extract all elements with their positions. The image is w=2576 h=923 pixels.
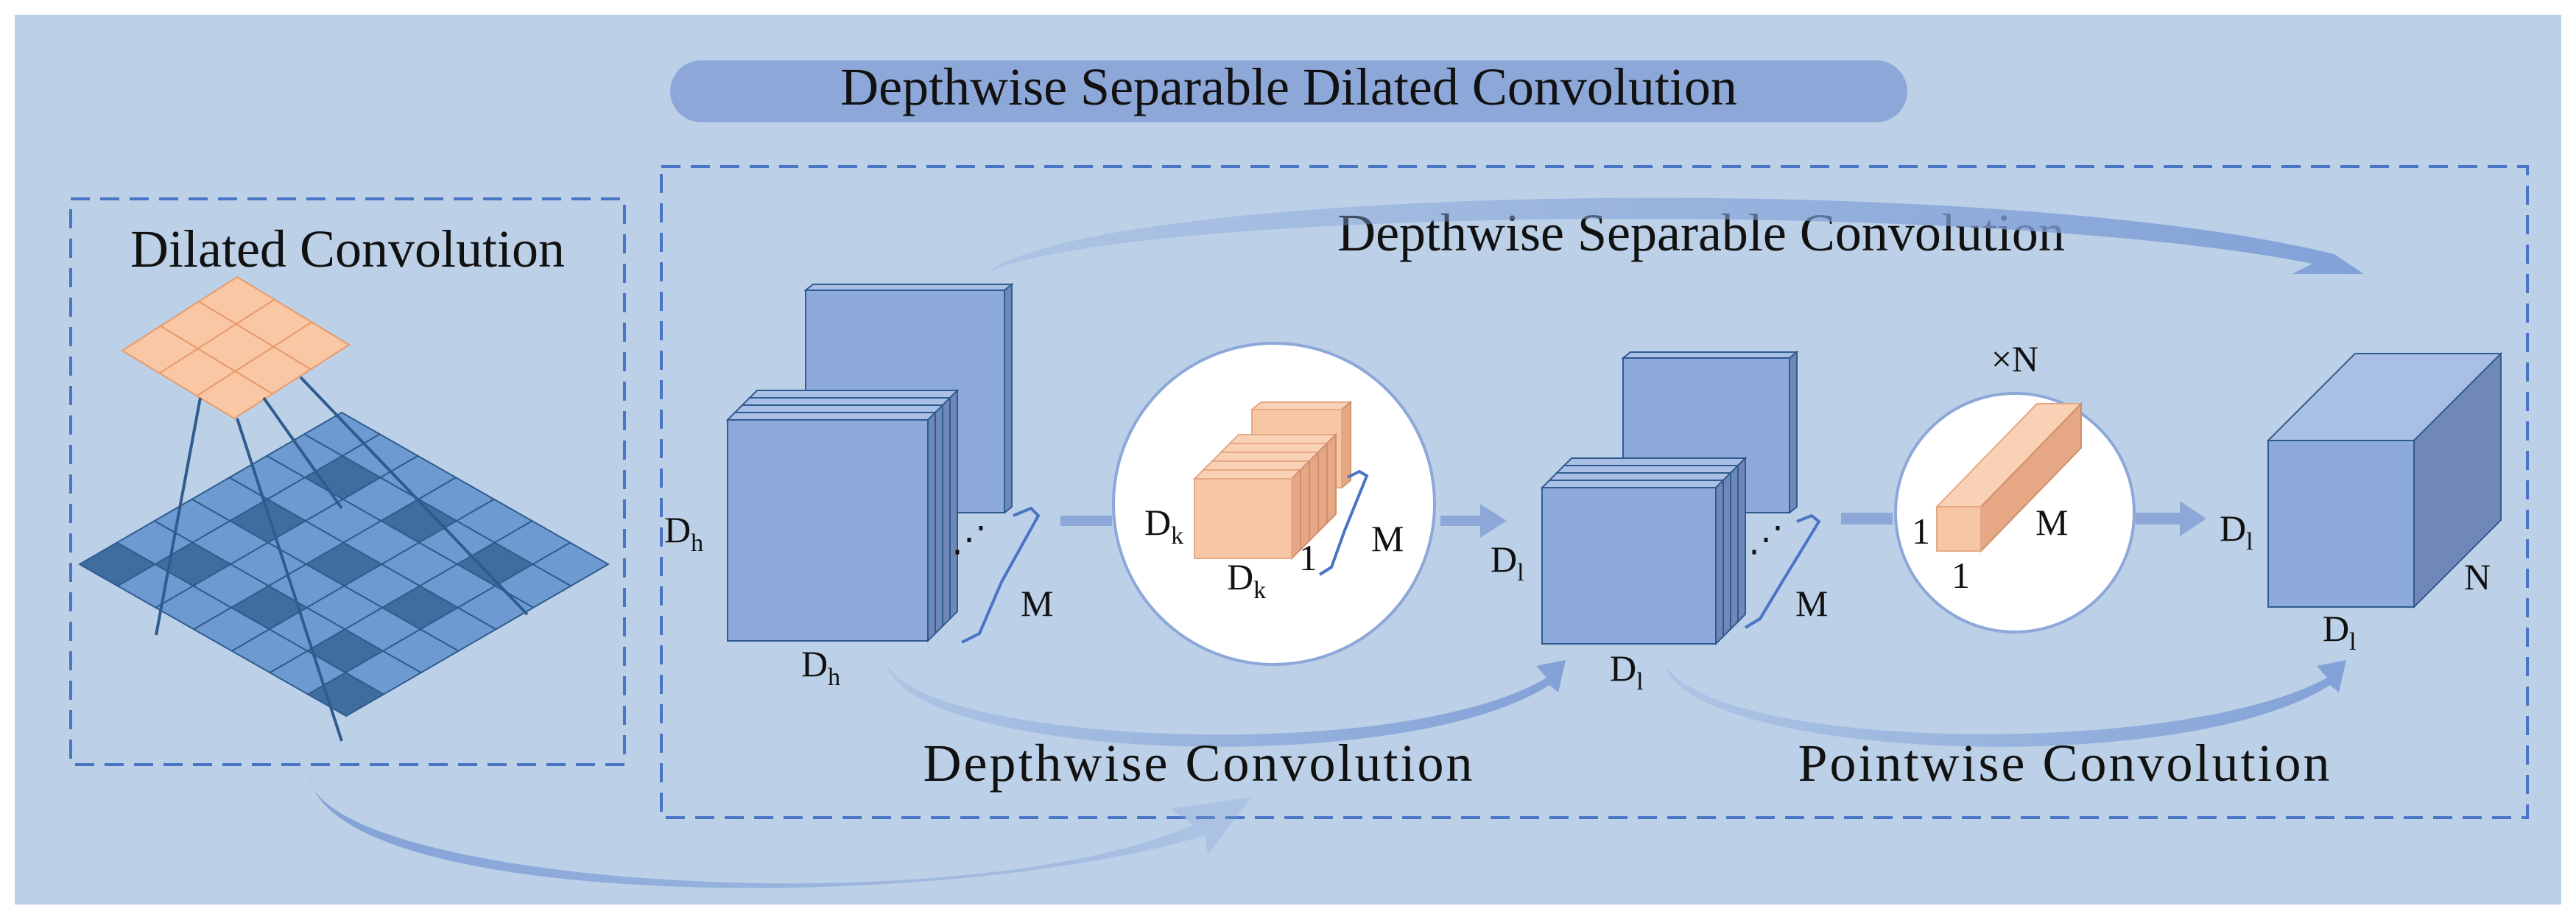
mid-depth-brace	[1744, 513, 1821, 629]
kernel-top	[1250, 401, 1353, 410]
arrow-pointwise-to-output	[2136, 501, 2206, 536]
kernel-face	[1194, 478, 1292, 559]
input-slab-top	[725, 412, 937, 421]
projection-line	[155, 397, 202, 636]
input-feature-stack	[725, 282, 1014, 643]
dsc-top-arrow	[987, 197, 2364, 274]
input-depth-label: M	[1021, 583, 1053, 624]
dilated-panel-frame	[69, 197, 626, 766]
pointwise-one-a: 1	[1912, 510, 1930, 552]
output-cube	[2266, 351, 2503, 609]
input-slab-top	[747, 390, 960, 399]
mid-slab-top	[1555, 465, 1740, 474]
mid-slab-side	[1715, 478, 1724, 646]
slab-side	[1789, 350, 1798, 515]
arrow-kernel-to-mid	[1440, 504, 1507, 538]
kernel-side	[1309, 450, 1319, 543]
cube-face	[2267, 440, 2415, 608]
arrow-mid-to-pointwise	[1841, 513, 1893, 524]
kernel-cell	[195, 370, 274, 420]
pointwise-one-b: 1	[1952, 555, 1970, 596]
slab-side	[1004, 282, 1013, 515]
input-slab-side	[942, 396, 951, 628]
mid-depth-label: M	[1795, 583, 1828, 624]
slab-top	[803, 284, 1014, 291]
mid-slab-side	[1722, 471, 1731, 639]
pointwise-kernel	[1935, 401, 2083, 553]
diagram-title: Depthwise Separable Dilated Convolution	[840, 57, 1737, 116]
output-height-label: Dl	[2220, 508, 2253, 555]
ellipsis-dots: ⋰	[951, 520, 987, 559]
kernel-top	[1228, 434, 1338, 444]
mid-height-label: Dl	[1491, 538, 1524, 586]
depthwise-arrow	[887, 660, 1566, 747]
input-depth-brace	[961, 506, 1041, 644]
projection-line	[236, 418, 343, 742]
kernel-depth-brace	[1318, 469, 1369, 576]
kernel-side	[1317, 441, 1328, 534]
input-slab-face	[727, 419, 929, 642]
projection-line	[262, 396, 343, 510]
kernel-width-label: Dk	[1227, 556, 1266, 604]
projection-lines	[155, 376, 529, 742]
kernel-side	[1326, 432, 1337, 525]
dilated-panel-title: Dilated Convolution	[130, 220, 565, 278]
mid-width-label: Dl	[1610, 647, 1644, 695]
output-width-label: Dl	[2323, 608, 2357, 656]
input-slab-side	[949, 388, 958, 621]
pointwise-arrow	[1664, 660, 2346, 747]
kernel-top	[1192, 469, 1303, 480]
mid-feature-stack	[1540, 350, 1799, 646]
slab-top	[1621, 351, 1799, 359]
arrow-input-to-kernel	[1060, 516, 1112, 526]
depthwise-kernels	[1192, 400, 1353, 561]
input-slab-side	[927, 410, 936, 643]
pointwise-count-label: ×N	[1991, 338, 2038, 379]
mid-slab-top	[1562, 457, 1748, 466]
pw-front	[1936, 506, 1982, 552]
input-height-label: Dh	[664, 509, 703, 557]
input-slab-top	[740, 397, 952, 406]
kernel-top	[1210, 452, 1320, 462]
mid-slab-side	[1730, 463, 1739, 631]
kernel-side	[1300, 459, 1310, 552]
kernel-height-label: Dk	[1144, 502, 1183, 550]
input-width-label: Dh	[801, 643, 840, 691]
mid-slab-top	[1540, 480, 1725, 488]
ellipsis-dots: ⋰	[1748, 520, 1784, 559]
mid-slab-top	[1547, 472, 1733, 481]
mid-slab-face	[1541, 487, 1717, 645]
title-pill	[670, 60, 1907, 122]
projection-line	[299, 376, 529, 616]
input-slab-side	[935, 403, 943, 636]
kernel-depth-label: M	[1371, 518, 1404, 559]
kernel-one-label: 1	[1299, 537, 1317, 578]
kernel-side	[1341, 400, 1351, 490]
pointwise-label: Pointwise Convolution	[1798, 734, 2332, 793]
output-depth-label: N	[2464, 556, 2491, 597]
kernel-top	[1201, 460, 1312, 471]
dsc-panel-frame	[660, 165, 2529, 819]
mid-slab-side	[1737, 456, 1746, 624]
pointwise-depth-label: M	[2035, 502, 2068, 543]
dilated-kernel	[121, 276, 351, 420]
depthwise-label: Depthwise Convolution	[923, 734, 1475, 793]
grid-cell	[306, 671, 385, 717]
kernel-top	[1219, 443, 1329, 453]
input-slab-top	[733, 404, 945, 413]
